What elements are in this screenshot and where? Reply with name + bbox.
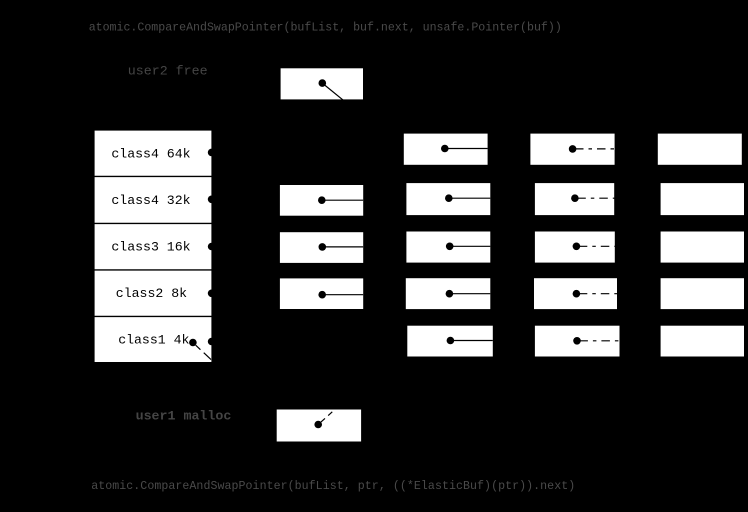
svg-text:class4 64k: class4 64k bbox=[111, 147, 190, 162]
svg-text:class2 8k: class2 8k bbox=[116, 286, 187, 301]
svg-text:atomic.CompareAndSwapPointer(b: atomic.CompareAndSwapPointer(bufList, bu… bbox=[89, 21, 562, 34]
svg-text:class4 32k: class4 32k bbox=[111, 193, 190, 208]
svg-text:atomic.CompareAndSwapPointer(b: atomic.CompareAndSwapPointer(bufList, pt… bbox=[91, 480, 575, 493]
svg-text:class3 16k: class3 16k bbox=[111, 240, 190, 255]
svg-text:user1 malloc: user1 malloc bbox=[136, 409, 232, 424]
svg-text:class1 4k: class1 4k bbox=[118, 333, 189, 348]
svg-text:user2 free: user2 free bbox=[128, 64, 208, 79]
